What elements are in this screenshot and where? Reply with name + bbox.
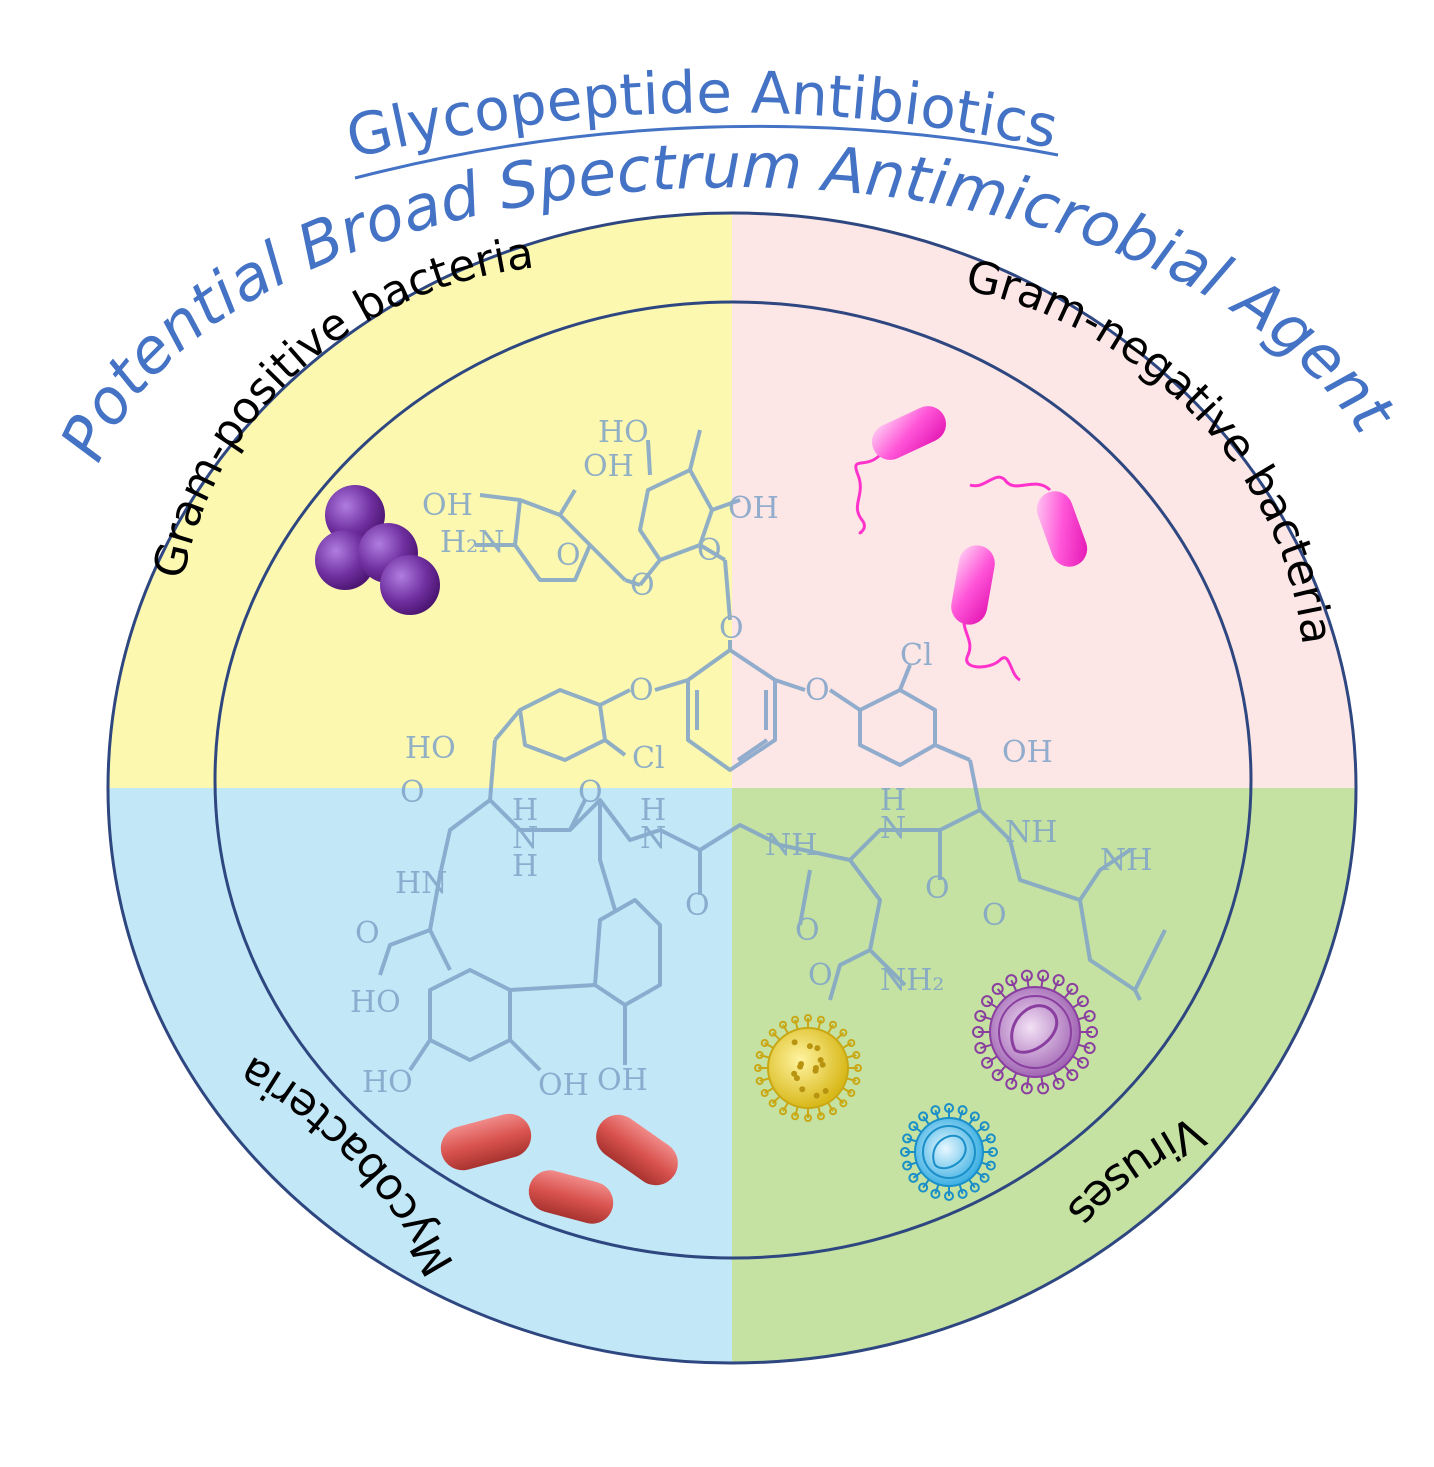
chem-label: H₂N	[440, 525, 504, 560]
chem-label: OH	[597, 1063, 648, 1098]
chem-label: HO	[362, 1065, 413, 1100]
gram-negative-bacilli-icon	[854, 406, 1088, 682]
inner-ring	[213, 300, 1253, 1260]
chem-label: Cl	[900, 638, 933, 673]
chem-label: O	[556, 538, 581, 573]
chem-label: O	[805, 673, 830, 708]
chem-label: OH	[1002, 735, 1053, 770]
chem-label: OH	[538, 1068, 589, 1103]
chem-label: OH	[422, 488, 473, 523]
chem-label: O	[685, 888, 710, 923]
vancomycin-structure: HO OH OH OH H₂N O O O O O O Cl Cl HO OH …	[350, 415, 1167, 1103]
chem-label: NH	[1005, 815, 1057, 850]
chem-label: O	[982, 898, 1007, 933]
chem-label: H	[880, 783, 906, 818]
chem-label: HO	[598, 415, 649, 450]
chem-label: O	[400, 775, 425, 810]
mycobacteria-bacilli-icon	[440, 1113, 678, 1224]
chem-label: NH	[765, 828, 817, 863]
gram-positive-cocci-icon	[315, 485, 440, 615]
structure-bonds	[378, 429, 1167, 1072]
chem-label: H	[512, 849, 538, 884]
chem-label: H	[640, 793, 666, 828]
chem-label: H	[512, 793, 538, 828]
chem-label: O	[355, 916, 380, 951]
chem-label: HN	[395, 866, 447, 901]
chem-label: OH	[583, 449, 634, 484]
chem-label: O	[795, 913, 820, 948]
chem-label: NH₂	[880, 963, 944, 998]
chem-label: O	[925, 871, 950, 906]
chem-label: OH	[728, 491, 779, 526]
chem-label: N	[640, 821, 666, 856]
chem-label: O	[808, 958, 833, 993]
chem-label: NH	[1100, 843, 1152, 878]
chem-label: O	[630, 568, 655, 603]
chem-label: O	[719, 611, 744, 646]
virus-purple-icon	[972, 969, 1098, 1095]
chem-label: O	[629, 673, 654, 708]
outer-ring	[106, 211, 1358, 1365]
chem-label: Cl	[632, 741, 665, 776]
virus-yellow-icon	[754, 1014, 862, 1122]
chem-label: HO	[405, 731, 456, 766]
structure-labels: HO OH OH OH H₂N O O O O O O Cl Cl HO OH …	[350, 415, 1152, 1103]
chem-label: HO	[350, 985, 401, 1020]
chem-label: N	[512, 821, 538, 856]
title-underline	[354, 124, 1059, 180]
chem-label: O	[578, 775, 603, 810]
chem-label: N	[880, 811, 906, 846]
virus-blue-icon	[900, 1103, 998, 1201]
chem-label: O	[697, 533, 722, 568]
